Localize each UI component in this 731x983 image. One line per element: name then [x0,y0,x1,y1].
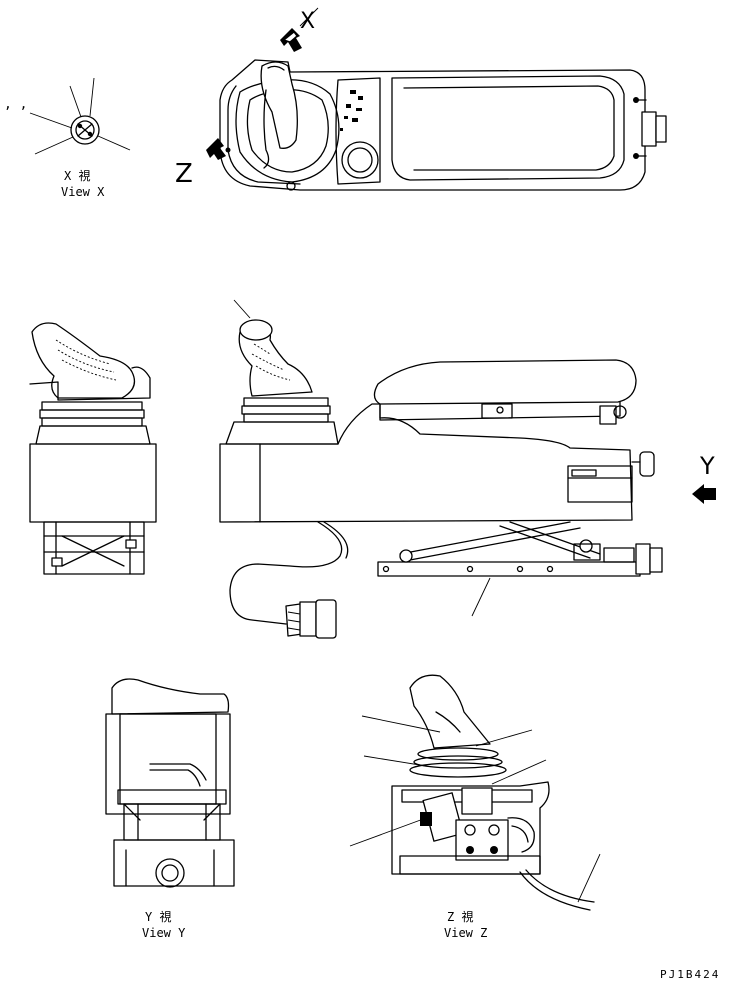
view-x-detail: , , X 視 View X [4,77,131,199]
x-marks: , , [4,97,27,112]
view-z-caption-jp: Z 視 [447,909,473,924]
view-z-caption-en: View Z [444,926,487,940]
top-plan-view: X Z [175,7,667,191]
view-y-caption-en: View Y [142,926,186,940]
view-y-letter: Y [699,452,715,480]
view-x-caption-jp: X 視 [64,168,90,183]
view-x-caption-en: View X [61,185,105,199]
drawing-code: PJ1B424 [660,968,720,981]
side-view-main: Y [219,299,716,639]
view-y-detail: Y 視 View Y [105,678,235,940]
switch-panel-marks [340,90,363,131]
view-z-letter: Z [175,159,193,189]
view-z-detail: Z 視 View Z [349,674,601,940]
side-view-left [29,322,157,575]
view-x-letter: X [300,9,315,34]
view-y-caption-jp: Y 視 [145,909,171,924]
